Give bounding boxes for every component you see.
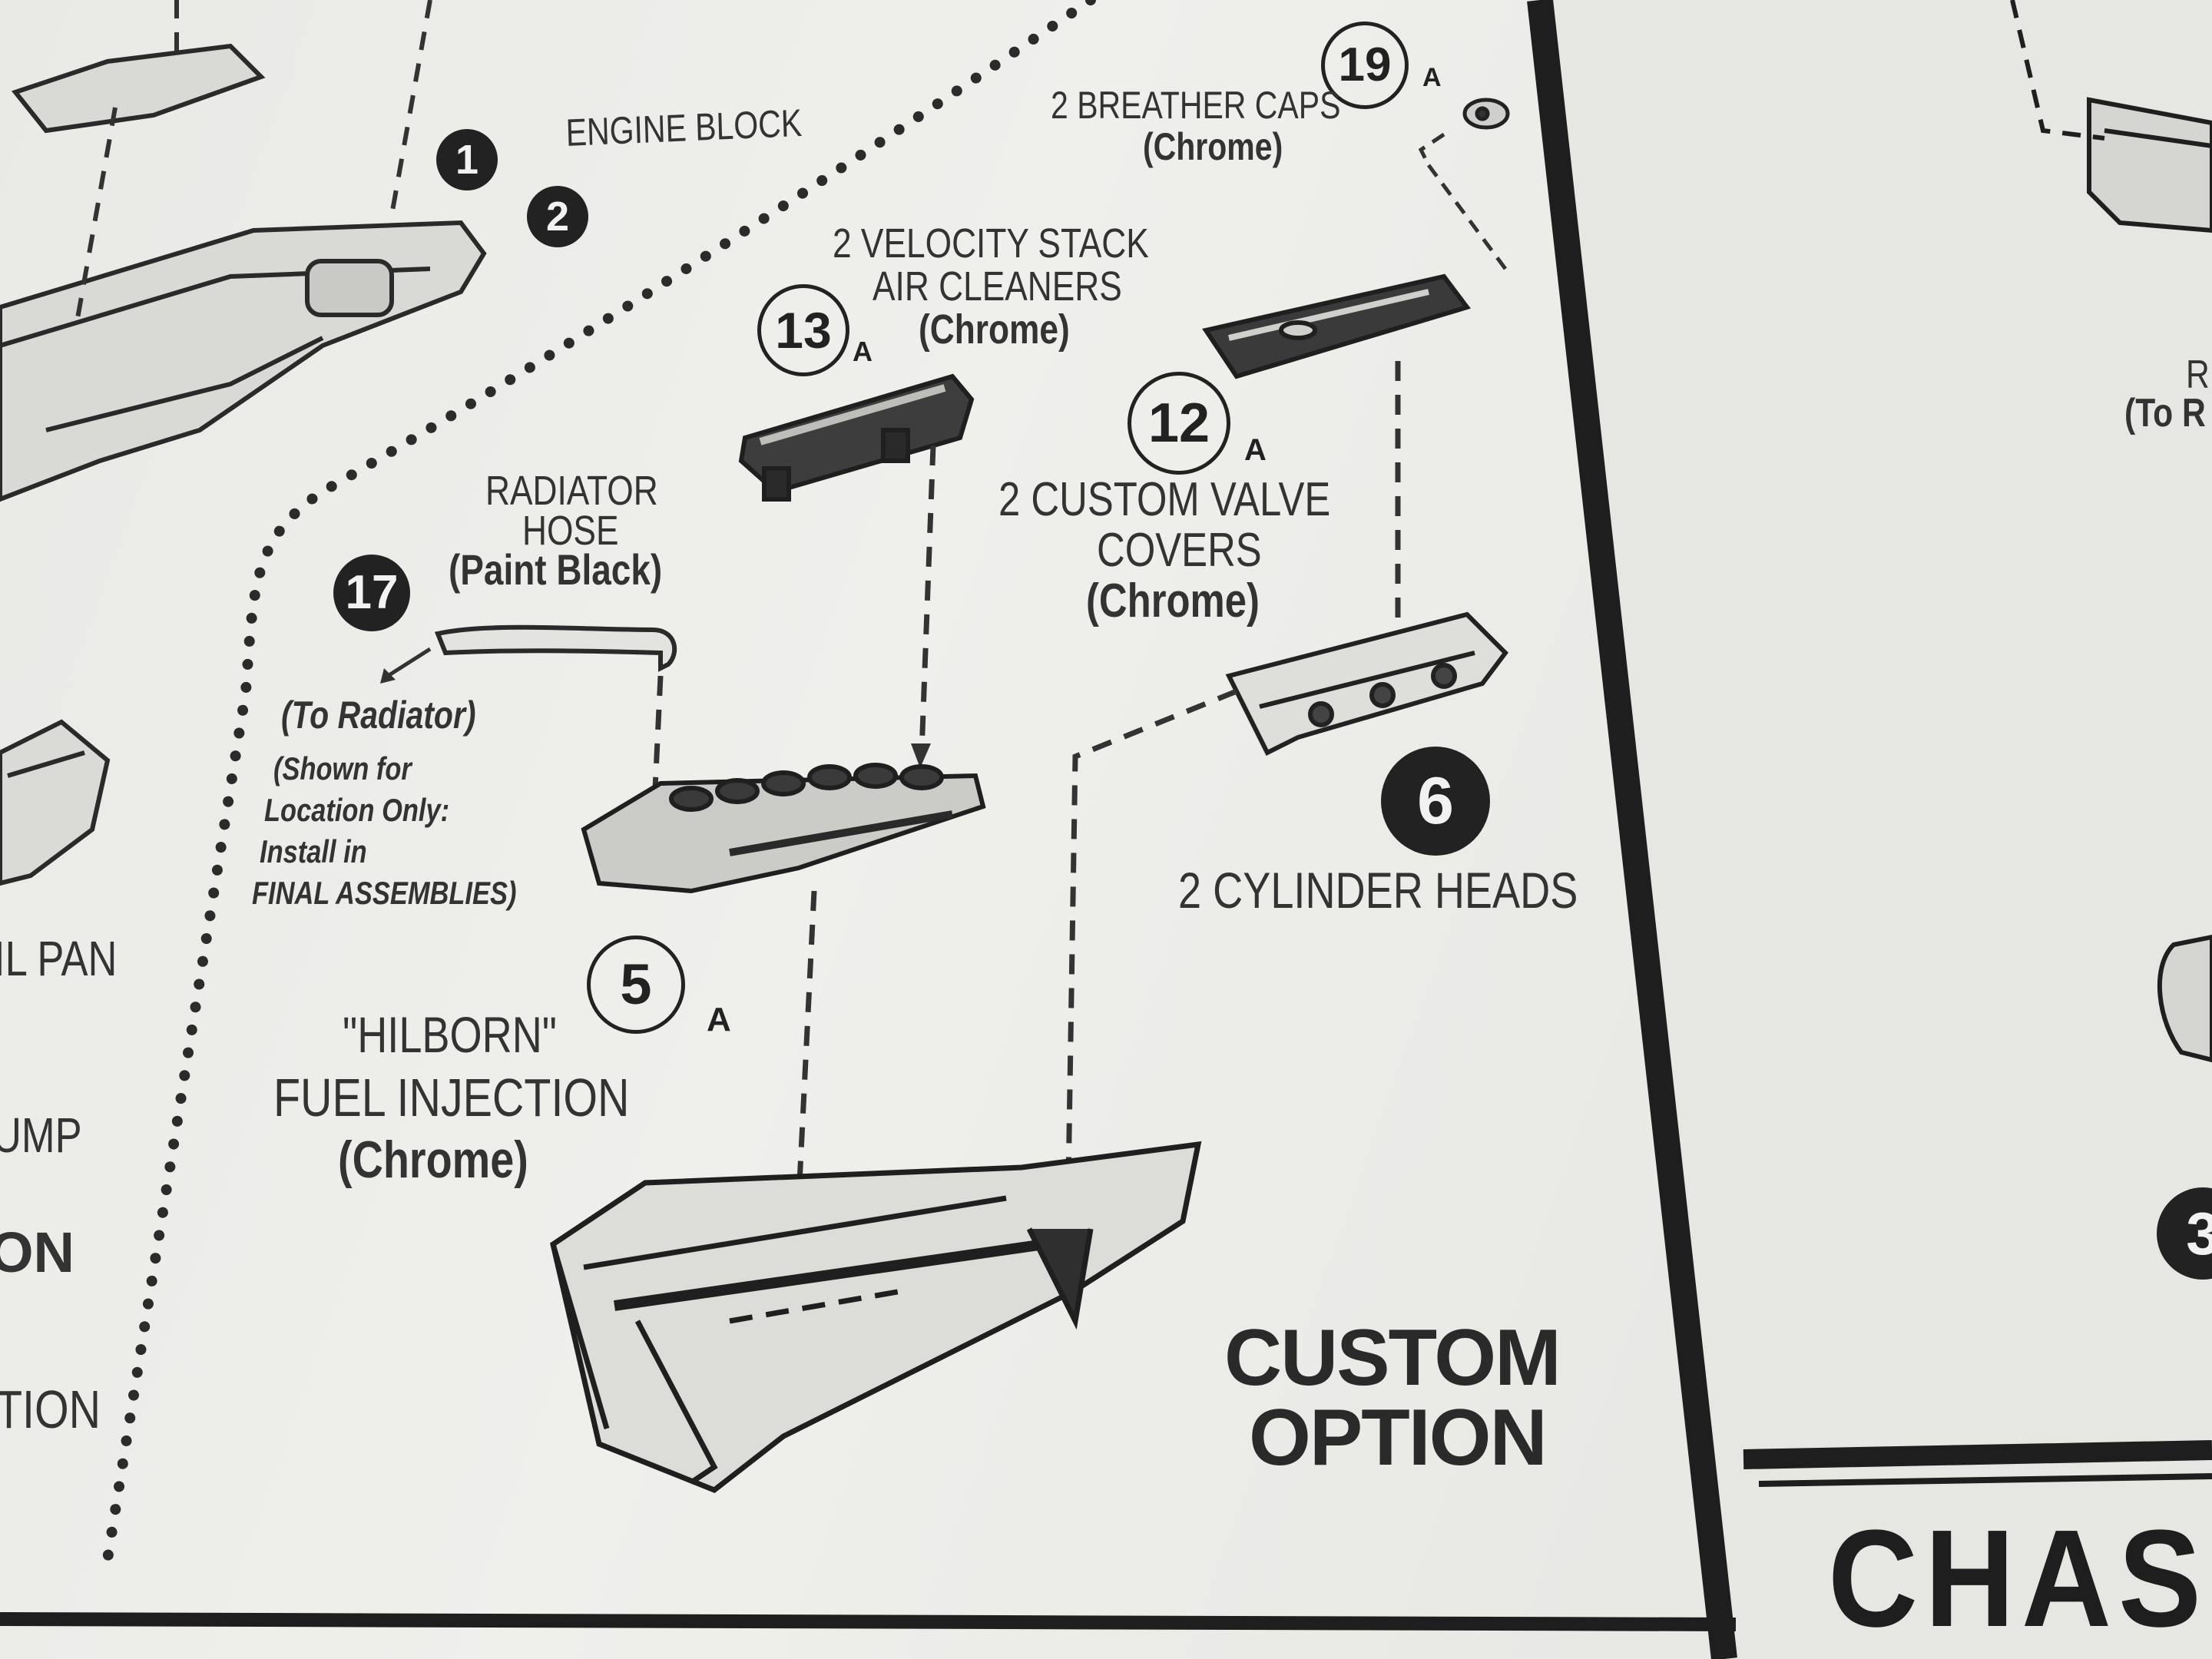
radiator-hose-label-line2: HOSE	[522, 508, 619, 554]
velocity-stack-finish: (Chrome)	[919, 306, 1070, 353]
part-badge-19: 19	[1321, 22, 1409, 109]
radiator-hose-finish: (Paint Black)	[449, 545, 663, 594]
oil-pan-art	[0, 719, 111, 886]
part-badge-1: 1	[436, 129, 498, 190]
velocity-stack-label-line1: 2 VELOCITY STACK	[833, 220, 1149, 267]
breather-caps-label: 2 BREATHER CAPS	[1051, 84, 1341, 127]
radiator-note-line3: Install in	[260, 833, 367, 869]
right-page-label-r: R	[2186, 353, 2210, 397]
part-badge-13-suffix: A	[853, 336, 873, 367]
part-badge-2: 2	[527, 186, 588, 247]
fuel-injection-label-line2: FUEL INJECTION	[273, 1068, 630, 1128]
valve-covers-label-line2: COVERS	[1097, 524, 1262, 577]
radiator-note-line4: FINAL ASSEMBLIES)	[252, 875, 517, 911]
cylinder-head-art	[1225, 611, 1508, 757]
breather-caps-finish: (Chrome)	[1143, 125, 1283, 168]
part-badge-12-suffix: A	[1244, 433, 1267, 467]
part-badge-17: 17	[333, 555, 410, 631]
fuel-injection-art	[581, 763, 986, 894]
engine-bottom-art	[550, 1141, 1202, 1493]
valve-cover-art	[1202, 273, 1471, 379]
part-badge-6: 6	[1381, 747, 1490, 856]
fuel-injection-finish: (Chrome)	[338, 1131, 528, 1189]
part-badge-19-suffix: A	[1422, 63, 1442, 92]
velocity-stack-label-line2: AIR CLEANERS	[873, 263, 1122, 310]
radiator-arrow-note: (To Radiator)	[281, 694, 476, 737]
page-border-left	[1527, 0, 1737, 1659]
right-page-label-to: (To R	[2124, 391, 2206, 435]
part-badge-5: 5	[587, 935, 685, 1034]
page-border-bottom	[0, 1612, 1737, 1631]
cropped-label-pump: UMP	[0, 1108, 82, 1163]
part-badge-5-suffix: A	[707, 1001, 731, 1038]
valve-covers-finish: (Chrome)	[1086, 575, 1260, 628]
engine-block-label: ENGINE BLOCK	[565, 101, 803, 154]
cylinder-heads-label: 2 CYLINDER HEADS	[1178, 862, 1578, 919]
chassis-section-title: CHAS	[1828, 1502, 2209, 1656]
radiator-hose-art	[434, 624, 677, 672]
engine-leader-lines	[75, 0, 432, 323]
valve-covers-label-line1: 2 CUSTOM VALVE	[998, 473, 1331, 526]
right-page-parts	[2010, 0, 2212, 1063]
cropped-label-on: ON	[0, 1220, 75, 1284]
engine-block-art	[0, 43, 487, 502]
cropped-label-tion: TION	[0, 1379, 101, 1439]
radiator-hose-label-line1: RADIATOR	[485, 468, 658, 514]
part-badge-13: 13	[757, 284, 849, 376]
radiator-note-line1: (Shown for	[273, 750, 412, 786]
radiator-note-line2: Location Only:	[264, 792, 450, 828]
breather-cap-art	[1462, 98, 1510, 130]
fuel-injection-label-line1: "HILBORN"	[343, 1006, 558, 1063]
custom-option-heading-line2: OPTION	[1249, 1393, 1548, 1482]
right-panel-divider	[1743, 1440, 2212, 1469]
custom-option-heading-line1: CUSTOM	[1224, 1313, 1561, 1402]
right-page	[1551, 0, 2212, 1659]
air-cleaner-art	[738, 373, 975, 502]
part-badge-12: 12	[1128, 372, 1230, 475]
custom-option-boundary	[102, 0, 1096, 1565]
cropped-label-oil-pan: IL PAN	[0, 931, 118, 986]
